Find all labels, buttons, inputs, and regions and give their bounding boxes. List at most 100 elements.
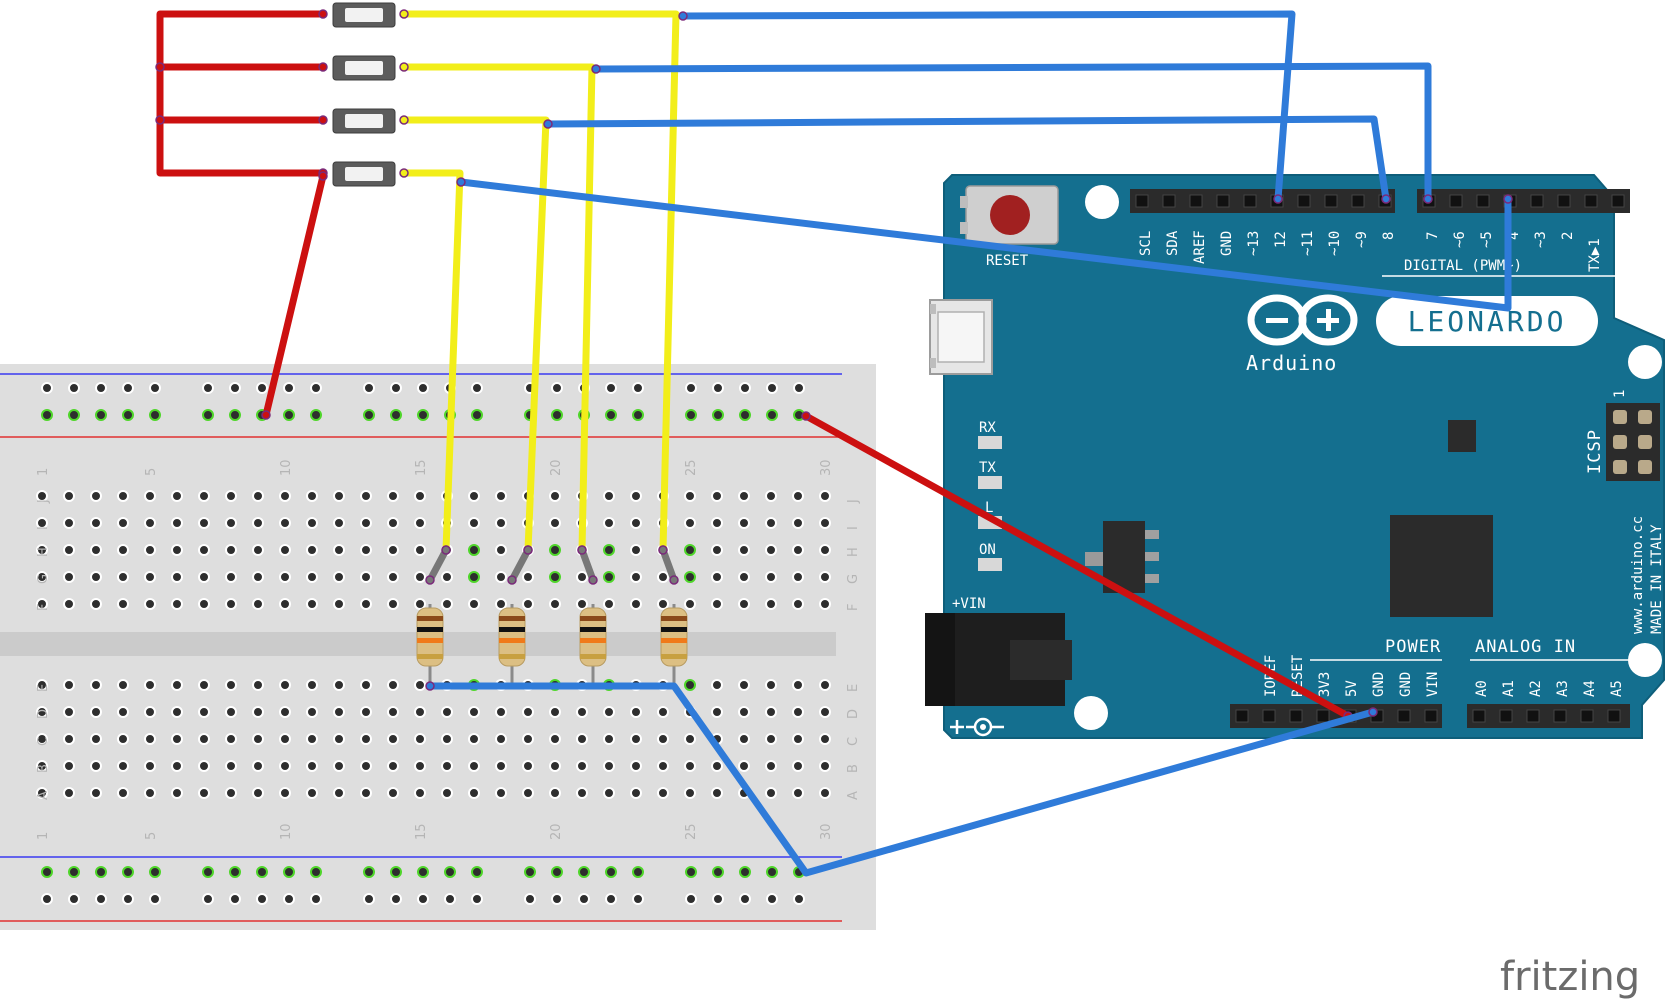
rail-hole: [95, 409, 107, 421]
rail-hole: [578, 866, 590, 878]
vin-label: +VIN: [952, 596, 986, 612]
header-pin: [1472, 709, 1486, 723]
breadboard-hole: [819, 598, 831, 610]
breadboard-hole: [819, 517, 831, 529]
breadboard-hole: [225, 544, 237, 556]
reset-button-leg: [960, 196, 968, 208]
breadboard-hole: [333, 760, 345, 772]
breadboard-hole: [333, 571, 345, 583]
breadboard-hole: [603, 787, 615, 799]
breadboard-hole: [468, 760, 480, 772]
led-label: ON: [979, 542, 996, 558]
rail-hole: [766, 866, 778, 878]
header-pin: [1216, 194, 1230, 208]
column-number: 1: [36, 468, 51, 476]
resistor-band: [417, 654, 443, 659]
breadboard-hole: [468, 571, 480, 583]
breadboard-hole: [765, 571, 777, 583]
push-button-cap: [345, 167, 383, 181]
breadboard-hole: [171, 760, 183, 772]
rail-hole: [471, 382, 483, 394]
polarity-ring: [973, 717, 993, 737]
breadboard-hole: [576, 733, 588, 745]
rail-hole: [41, 382, 53, 394]
pin-label: TX▶1: [1587, 238, 1603, 272]
breadboard-hole: [765, 544, 777, 556]
breadboard-hole: [765, 490, 777, 502]
rail-hole: [685, 409, 697, 421]
wire-end: [399, 62, 409, 72]
breadboard-hole: [414, 706, 426, 718]
resistor-band: [499, 654, 525, 659]
breadboard-hole: [765, 787, 777, 799]
pin-label: ~10: [1327, 231, 1343, 256]
breadboard-hole: [711, 517, 723, 529]
breadboard-hole: [279, 733, 291, 745]
header-pin: [1584, 194, 1598, 208]
breadboard-hole: [306, 598, 318, 610]
rail-hole: [202, 382, 214, 394]
breadboard-hole: [630, 760, 642, 772]
breadboard-hole: [711, 787, 723, 799]
breadboard-hole: [360, 544, 372, 556]
breadboard-hole: [387, 706, 399, 718]
breadboard-hole: [63, 733, 75, 745]
breadboard-hole: [549, 760, 561, 772]
breadboard-hole: [711, 706, 723, 718]
icsp-pin: [1613, 435, 1627, 449]
pin-label: A1: [1501, 680, 1517, 697]
breadboard-hole: [117, 544, 129, 556]
rail-hole: [310, 893, 322, 905]
breadboard-hole: [603, 733, 615, 745]
breadboard-hole: [225, 706, 237, 718]
breadboard-hole: [360, 598, 372, 610]
wire-end: [318, 62, 328, 72]
rail-hole: [766, 893, 778, 905]
resistor-band: [499, 616, 525, 621]
breadboard-hole: [252, 571, 264, 583]
breadboard-hole: [198, 517, 210, 529]
breadboard-hole: [90, 598, 102, 610]
breadboard-hole: [90, 787, 102, 799]
pin-label: 8: [1381, 232, 1397, 240]
wire-end: [399, 9, 409, 19]
breadboard-hole: [792, 598, 804, 610]
usb-port: [937, 311, 985, 363]
breadboard-hole: [441, 706, 453, 718]
wire: [426, 682, 1377, 877]
breadboard-hole: [819, 679, 831, 691]
pin-label: A2: [1528, 680, 1544, 697]
breadboard-hole: [684, 787, 696, 799]
wire-end: [399, 115, 409, 125]
breadboard-hole: [414, 598, 426, 610]
breadboard-hole: [441, 787, 453, 799]
header-pin: [1235, 709, 1249, 723]
breadboard-hole: [90, 490, 102, 502]
breadboard-hole: [711, 598, 723, 610]
row-letter: F: [36, 604, 51, 611]
breadboard-hole: [117, 571, 129, 583]
breadboard-hole: [684, 760, 696, 772]
breadboard-labels: 1 5 10 15 20 25 30 1 5 10 15 20 25 30 J …: [36, 459, 861, 840]
breadboard-hole: [711, 544, 723, 556]
rail-hole: [417, 893, 429, 905]
breadboard-hole: [819, 787, 831, 799]
rail-hole: [95, 382, 107, 394]
rail-hole: [685, 893, 697, 905]
breadboard-hole: [765, 733, 777, 745]
resistor-body: [498, 607, 526, 667]
breadboard-hole: [36, 598, 48, 610]
breadboard-hole: [414, 571, 426, 583]
breadboard-hole: [603, 571, 615, 583]
led-tx: [978, 476, 1002, 489]
rail-hole: [605, 382, 617, 394]
breadboard-hole: [279, 571, 291, 583]
reset-button-cap[interactable]: [990, 195, 1030, 235]
column-number: 15: [414, 459, 429, 476]
resistors: [416, 604, 688, 688]
breadboard-hole: [360, 517, 372, 529]
main-chip: [1390, 515, 1493, 617]
rail-hole: [229, 382, 241, 394]
breadboard-hole: [306, 571, 318, 583]
breadboard-hole: [198, 760, 210, 772]
